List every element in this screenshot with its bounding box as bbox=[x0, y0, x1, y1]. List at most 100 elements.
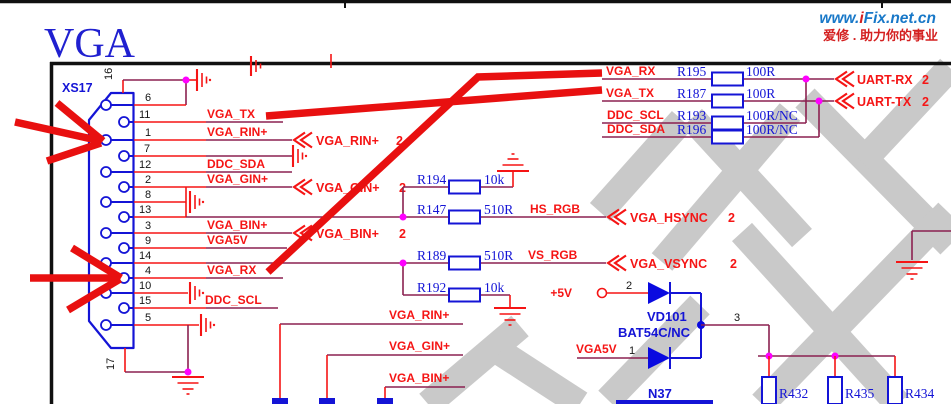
resistor-r435 bbox=[827, 376, 843, 404]
chevron-icon bbox=[834, 92, 855, 110]
resistor-refdes: R193 bbox=[677, 108, 707, 123]
pin-number: 7 bbox=[144, 143, 150, 155]
resistor-value: 100R/NC bbox=[746, 108, 798, 123]
watermark-stroke bbox=[752, 202, 951, 404]
pin-number: 3 bbox=[145, 220, 151, 232]
resistor-value: 10k bbox=[484, 172, 505, 187]
net-label-ddc-scl-top: DDC_SCL bbox=[607, 108, 664, 122]
rgb-feed-lines: VGA_RIN+ VGA_GIN+ VGA_BIN+ bbox=[272, 308, 465, 404]
ground-symbol bbox=[188, 191, 205, 213]
arrow-head-stroke bbox=[45, 139, 103, 165]
pin-hole bbox=[100, 227, 112, 239]
pin-number: 13 bbox=[139, 204, 151, 216]
pin-number: 4 bbox=[145, 265, 151, 277]
pin-number: 12 bbox=[139, 159, 151, 171]
net-label-vga-bin: VGA_BIN+ bbox=[207, 218, 267, 232]
net-label-vga-rx-top: VGA_RX bbox=[606, 64, 655, 78]
resistor-value: 100R/NC bbox=[746, 122, 798, 137]
resistor-r189 bbox=[448, 255, 481, 271]
ground-symbols-right bbox=[188, 54, 332, 336]
resistor-value: 510R bbox=[484, 248, 513, 263]
pull-resistor-bank: R432 R435 R434 bbox=[758, 325, 935, 404]
brand-slogan: 爱修 . 助力你的事业 bbox=[823, 28, 938, 43]
net-label-vga-rin: VGA_RIN+ bbox=[207, 125, 267, 139]
resistor-r196 bbox=[711, 129, 744, 145]
diode-triangle bbox=[648, 347, 670, 369]
ground-symbol bbox=[896, 260, 928, 280]
pin-hole bbox=[118, 116, 130, 128]
connector-wires bbox=[122, 76, 292, 376]
resistor-refdes: R435 bbox=[845, 386, 875, 401]
resistor-r147 bbox=[448, 209, 481, 225]
resistor-refdes: R147 bbox=[417, 202, 447, 217]
resistor-value: 100R bbox=[746, 86, 775, 101]
net-label-vga-rx: VGA_RX bbox=[207, 263, 256, 277]
pin-number: 15 bbox=[139, 295, 151, 307]
pin-number: 14 bbox=[139, 250, 151, 262]
resistor-r432 bbox=[761, 376, 777, 404]
port-page: 2 bbox=[728, 211, 735, 225]
pin-number: 2 bbox=[145, 174, 151, 186]
arrow-head-stroke bbox=[54, 100, 106, 144]
pin-number: 17 bbox=[105, 358, 117, 370]
net-label-ddc-sda: DDC_SDA bbox=[207, 157, 265, 171]
diode-pin-number: 3 bbox=[734, 312, 740, 324]
arrow-head-stroke bbox=[70, 244, 123, 282]
diode-pin-number: 2 bbox=[626, 280, 632, 292]
pin-hole bbox=[118, 242, 130, 254]
resistor-refdes: R189 bbox=[417, 248, 447, 263]
resistor-refdes: R187 bbox=[677, 86, 707, 101]
pin-numbers: 16 6 11 1 7 12 2 8 13 3 9 14 4 10 15 5 1… bbox=[103, 68, 151, 370]
pin-hole bbox=[118, 150, 130, 162]
resistor-value: 100R bbox=[746, 64, 775, 79]
pin-hole bbox=[100, 166, 112, 178]
net-label-vga-bin-bottom: VGA_BIN+ bbox=[389, 371, 449, 385]
port-vga-rin: VGA_RIN+ 2 bbox=[292, 131, 403, 149]
resistor-r195 bbox=[711, 71, 744, 87]
port-page: 2 bbox=[730, 257, 737, 271]
pin-hole bbox=[100, 196, 112, 208]
net-label-plus5v: +5V bbox=[550, 286, 572, 300]
resistor-r434 bbox=[887, 376, 903, 404]
junction-dot bbox=[399, 213, 407, 221]
port-label: VGA_VSYNC bbox=[630, 257, 707, 271]
chevron-icon bbox=[606, 254, 627, 272]
net-label-ddc-scl: DDC_SCL bbox=[205, 293, 262, 307]
net-label-vga-gin: VGA_GIN+ bbox=[207, 172, 268, 186]
annotation-arrow-pin4 bbox=[30, 244, 123, 314]
port-label: VGA_RIN+ bbox=[316, 134, 379, 148]
connector-refdes: XS17 bbox=[62, 81, 93, 95]
annotation-line-rx bbox=[265, 69, 603, 275]
junction-dot bbox=[184, 368, 192, 376]
power-terminal-circle bbox=[596, 287, 608, 299]
pin-number: 11 bbox=[139, 109, 150, 121]
pin-number: 9 bbox=[145, 235, 151, 247]
net-label-vga-tx-top: VGA_TX bbox=[606, 86, 654, 100]
chevron-icon bbox=[834, 70, 855, 88]
dsub-holes bbox=[100, 99, 134, 331]
pin-hole bbox=[118, 211, 130, 223]
resistor-r193 bbox=[711, 115, 744, 131]
arrow-head-stroke bbox=[66, 275, 122, 314]
brand-url-accent: i bbox=[859, 10, 864, 27]
arrow-shaft bbox=[14, 118, 102, 145]
net-label-vga5v-diode: VGA5V bbox=[576, 342, 617, 356]
right-ground-stub bbox=[911, 230, 951, 260]
net-label-vs-rgb: VS_RGB bbox=[528, 248, 578, 262]
chevron-icon bbox=[292, 131, 313, 149]
watermark-stroke bbox=[852, 58, 951, 172]
watermark-stroke bbox=[492, 340, 588, 404]
left-ports: VGA_RIN+ 2 VGA_GIN+ 2 VGA_BIN+ 2 bbox=[292, 131, 406, 242]
ic-n37: N37 bbox=[616, 386, 713, 404]
port-page: 2 bbox=[922, 73, 929, 87]
resistor-refdes: R192 bbox=[417, 280, 446, 295]
ground-symbol bbox=[291, 145, 308, 167]
diode-partnumber: BAT54C/NC bbox=[618, 325, 691, 340]
diode-vd101: +5V 2 VGA5V 1 VD101 BAT54C/NC 3 bbox=[550, 280, 769, 369]
port-uart-tx: UART-TX 2 bbox=[834, 92, 929, 110]
diode-triangle bbox=[648, 282, 670, 304]
pin-number: 6 bbox=[145, 92, 151, 104]
resistor-r194 bbox=[448, 179, 481, 195]
